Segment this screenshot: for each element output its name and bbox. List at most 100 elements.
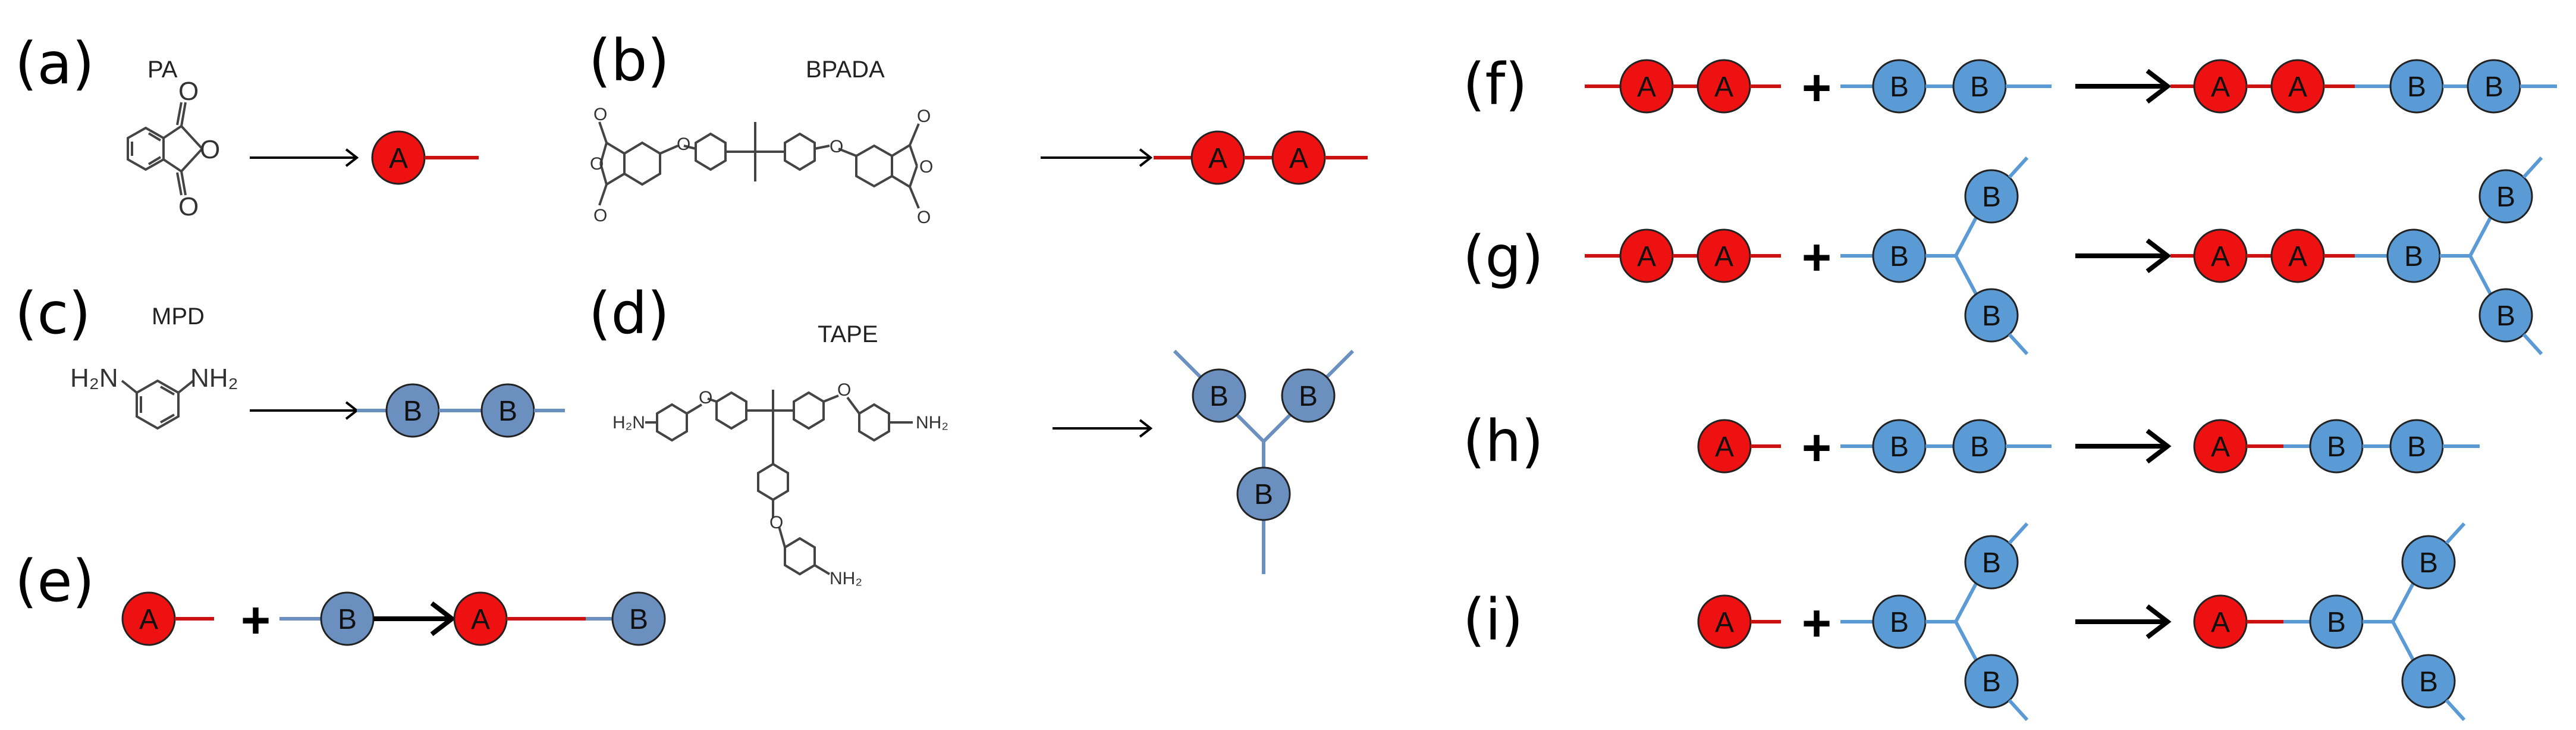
d-bead-left	[1192, 368, 1246, 423]
h-bead-b1-label: B	[1890, 431, 1909, 463]
i-reactant-bond-down	[1954, 621, 1978, 661]
g-product-bead-up	[2478, 169, 2533, 224]
i-reactant-bead-down	[1964, 654, 2019, 709]
panel-label-h: (h)	[1463, 408, 1544, 475]
bpada-oxygen-1: O	[593, 105, 607, 124]
tape-oxygen-3: O	[769, 513, 783, 532]
mpd-structure	[121, 379, 194, 430]
bpada-oxygen-6: O	[917, 106, 931, 126]
arrow-e-head	[430, 601, 456, 637]
e-prod-bead-b	[611, 591, 666, 646]
g-prod-bead-b-label: B	[2404, 241, 2423, 272]
i-product-bead-down-label: B	[2419, 666, 2438, 698]
i-bead-b-label: B	[1890, 607, 1909, 638]
arrow-b-head	[1139, 148, 1153, 167]
i-bead-a-label: A	[1715, 607, 1734, 638]
b-bead-2-label: A	[1289, 143, 1308, 174]
d-bead-left-label: B	[1210, 381, 1229, 412]
f-plus: +	[1802, 59, 1832, 117]
arrow-h-head	[2145, 428, 2172, 464]
arrow-g-head	[2145, 238, 2172, 274]
g-reactant-bead-up-label: B	[1982, 181, 2001, 213]
tape-oxygen-2: O	[837, 380, 851, 400]
i-reactant-bond-up	[1954, 582, 1978, 623]
g-prod-bead-a1-label: A	[2211, 241, 2230, 272]
c-bead-2-label: B	[498, 396, 517, 427]
bpada-oxygen-4: O	[677, 134, 690, 154]
panel-label-i: (i)	[1463, 587, 1523, 653]
i-reactant-bead-up	[1964, 535, 2019, 590]
g-product-bead-up-label: B	[2496, 181, 2515, 213]
bpada-oxygen-5: O	[830, 137, 843, 156]
i-product-bead-up-label: B	[2419, 547, 2438, 579]
g-bead-a1-label: A	[1637, 241, 1656, 272]
f-prod-bead-a2-label: A	[2288, 71, 2307, 103]
i-reactant-tail-up	[2008, 522, 2029, 545]
a-bead-a-label: A	[389, 143, 408, 174]
i-product-tail-up	[2445, 522, 2466, 545]
i-reactant-bead-down-label: B	[1982, 666, 2001, 698]
f-prod-bead-b2-label: B	[2484, 71, 2503, 103]
i-prod-bead-a-label: A	[2211, 607, 2230, 638]
i-reactant-tail-down	[2008, 698, 2029, 722]
g-product-bond-down	[2468, 255, 2492, 295]
e-prod-bead-b-label: B	[629, 604, 648, 635]
d-bond-left	[1235, 413, 1265, 443]
g-product-tail-down	[2522, 333, 2543, 356]
d-tail-left	[1173, 349, 1203, 380]
molecule-name-pa: PA	[147, 57, 178, 83]
f-prod-bead-a1-label: A	[2211, 71, 2230, 103]
f-bead-a2-label: A	[1714, 71, 1733, 103]
g-product-bead-down-label: B	[2496, 300, 2515, 332]
g-bead-b-label: B	[1890, 241, 1909, 272]
panel-label-f: (f)	[1463, 51, 1528, 118]
g-plus: +	[1802, 229, 1832, 286]
i-product-bead-down	[2401, 654, 2456, 709]
bpada-oxygen-7: O	[919, 157, 933, 177]
g-reactant-bond-up	[1954, 217, 1978, 257]
g-reactant-bond-down	[1954, 255, 1978, 295]
i-product-bond-up	[2391, 582, 2415, 623]
tape-nh2-right: NH₂	[916, 413, 948, 433]
pa-structure	[127, 102, 203, 196]
arrow-d-head	[1139, 419, 1153, 438]
d-bead-right	[1281, 368, 1336, 423]
e-plus: +	[241, 592, 271, 649]
b-bead-1-label: A	[1208, 143, 1227, 174]
mpd-h2n: H₂N	[70, 364, 118, 393]
h-plus: +	[1802, 419, 1832, 477]
panel-label-e: (e)	[15, 548, 95, 615]
f-bead-a1-label: A	[1637, 71, 1656, 103]
panel-label-d: (d)	[589, 280, 670, 347]
h-prod-bead-b1-label: B	[2327, 431, 2346, 463]
tape-oxygen-1: O	[699, 388, 712, 408]
panel-label-g: (g)	[1463, 224, 1544, 290]
g-product-bead-down	[2478, 288, 2533, 343]
bpada-oxygen-8: O	[917, 208, 931, 227]
tape-structure	[645, 390, 913, 576]
f-bead-b1-label: B	[1890, 71, 1909, 103]
f-bead-b2-label: B	[1970, 71, 1989, 103]
g-product-bond-up	[2468, 217, 2492, 257]
i-plus: +	[1802, 595, 1832, 652]
mpd-nh2: NH₂	[190, 364, 238, 393]
d-bond-right	[1262, 413, 1292, 443]
tape-nh2-bottom: NH₂	[830, 569, 862, 588]
d-bead-bottom	[1236, 466, 1291, 521]
molecule-name-mpd: MPD	[152, 303, 205, 330]
i-product-tail-down	[2445, 698, 2466, 722]
pa-oxygen-top: O	[178, 77, 199, 106]
arrow-i-head	[2145, 604, 2172, 640]
g-reactant-bead-up	[1964, 169, 2019, 224]
pa-oxygen-ring: O	[200, 135, 220, 164]
h-bead-a-label: A	[1715, 431, 1734, 463]
bpada-oxygen-2: O	[590, 154, 604, 174]
e-prod-bead-a-label: A	[471, 604, 490, 635]
g-product-tail-up	[2522, 156, 2543, 179]
panel-label-c: (c)	[15, 280, 91, 347]
panel-label-a: (a)	[15, 30, 95, 97]
bpada-structure	[598, 121, 920, 209]
